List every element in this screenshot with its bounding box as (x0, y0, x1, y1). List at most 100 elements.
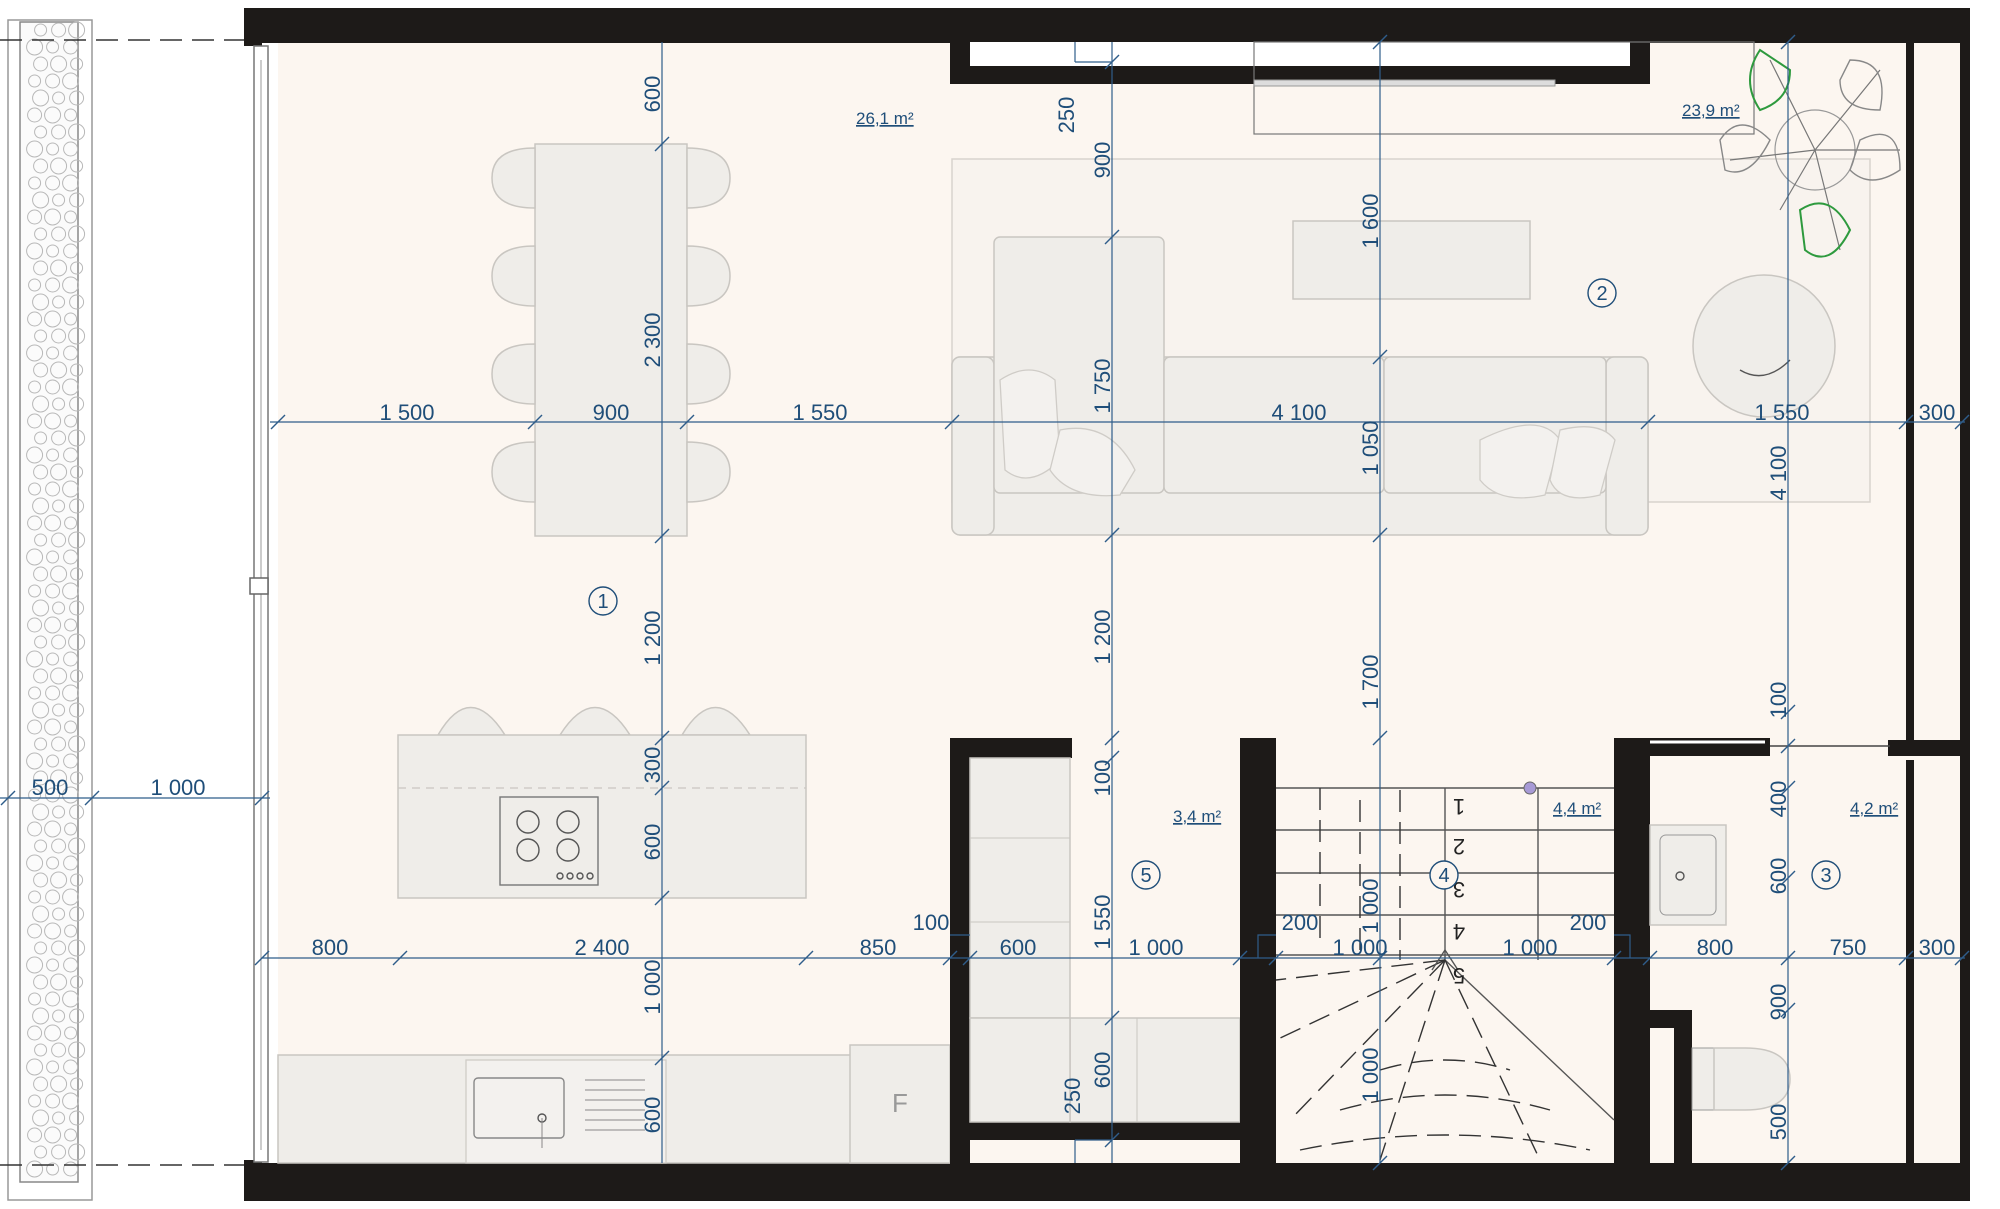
pebble (62, 684, 80, 702)
pebble (26, 752, 44, 770)
fridge-label: F (892, 1088, 908, 1118)
dim-tick (1898, 414, 1914, 430)
dim-tick (1104, 1010, 1120, 1026)
dims-vertical-dining: 600 2 300 1 200 300 600 1 000 600 (640, 76, 665, 1134)
step-number: 2 (1453, 834, 1465, 859)
pebble (50, 259, 68, 277)
dim-label: 600 (640, 1097, 665, 1134)
dim-tick (679, 414, 695, 430)
window-mullion (249, 577, 269, 595)
pebble (27, 413, 43, 429)
pebble (69, 396, 85, 412)
pebble (27, 1127, 43, 1143)
pebble (64, 516, 78, 530)
dim-label: 1 200 (640, 610, 665, 665)
pebble (33, 668, 49, 684)
storage-cabinet-lower (969, 1017, 1071, 1123)
step-number: 1 (1453, 794, 1465, 819)
pebble (70, 771, 84, 785)
dim-label: 4 100 (1271, 400, 1326, 425)
sink-icon (465, 1059, 667, 1164)
dim-label: 200 (1570, 910, 1607, 935)
sofa (951, 236, 1649, 536)
wall-top (244, 8, 1962, 43)
dim-tick (1780, 780, 1796, 796)
dimension-ticks (0, 34, 1970, 1171)
dim-tick (1640, 414, 1656, 430)
room-number-1: 1 (588, 586, 618, 616)
pebble (33, 56, 49, 72)
dim-label: 100 (1766, 682, 1791, 719)
pebble (28, 890, 42, 904)
pebble (44, 1024, 62, 1042)
pebble (64, 108, 78, 122)
dim-label: 1 000 (1128, 935, 1183, 960)
pebble (52, 295, 66, 309)
wall-bottom (244, 1163, 1962, 1201)
pebble (46, 754, 60, 768)
pebble (32, 905, 50, 923)
pebble (33, 1076, 49, 1092)
pebble (26, 956, 44, 974)
pebble (64, 822, 78, 836)
pebble (46, 346, 60, 360)
pebble (46, 142, 60, 156)
wall-stair-right (1614, 738, 1650, 1164)
pebble (69, 498, 85, 514)
pebble (69, 192, 85, 208)
dim-label: 600 (1000, 935, 1037, 960)
pebble (45, 685, 61, 701)
pebble (32, 293, 50, 311)
pebble (34, 227, 48, 241)
pebble (26, 854, 44, 872)
dim-label: 750 (1830, 935, 1867, 960)
pebble (64, 1128, 78, 1142)
wall-bathroom-stub (1674, 1010, 1692, 1164)
pebble (28, 788, 42, 802)
pebble (63, 1161, 79, 1177)
kitchen-island (397, 706, 807, 899)
dining-chair (491, 147, 536, 209)
pebble (33, 158, 49, 174)
wall-storage-left (950, 738, 970, 1164)
dim-label: 900 (593, 400, 630, 425)
dim-label: 300 (1919, 935, 1956, 960)
pebble (46, 448, 60, 462)
dim-tick (1606, 950, 1622, 966)
dim-tick (392, 950, 408, 966)
pebble (50, 463, 68, 481)
dim-tick (1372, 527, 1388, 543)
dim-tick (1372, 1155, 1388, 1171)
dim-label: 100 (1090, 760, 1115, 797)
pebble (51, 940, 67, 956)
wall-corner (244, 1160, 262, 1201)
dim-tick (1372, 730, 1388, 746)
pebble (33, 872, 49, 888)
pebble (27, 1025, 43, 1041)
pebble (26, 38, 44, 56)
dim-label: 1 550 (1090, 894, 1115, 949)
dim-label: 850 (860, 935, 897, 960)
dim-label: 900 (1090, 142, 1115, 179)
pebble (70, 669, 84, 683)
pebble (63, 651, 79, 667)
storage-shelves (969, 757, 1071, 1019)
pebble (46, 1162, 60, 1176)
dim-label: 500 (32, 775, 69, 800)
pebble (63, 549, 79, 565)
fridge (849, 1044, 951, 1164)
pebble (68, 327, 86, 345)
pebble (62, 480, 80, 498)
pebble (51, 634, 67, 650)
area-label-3: 4,2 m² (1850, 799, 1899, 818)
dim-label: 1 000 (1358, 1047, 1383, 1102)
pebble (28, 176, 42, 190)
dims-vertical-center: 1 600 1 050 1 700 1 000 1 000 (1358, 193, 1383, 1102)
pebble (62, 174, 80, 192)
dim-label: 1 000 (1332, 935, 1387, 960)
pebble (68, 123, 86, 141)
pebble (32, 599, 50, 617)
dim-label: 100 (913, 910, 950, 935)
dim-label: 500 (1766, 1104, 1791, 1141)
